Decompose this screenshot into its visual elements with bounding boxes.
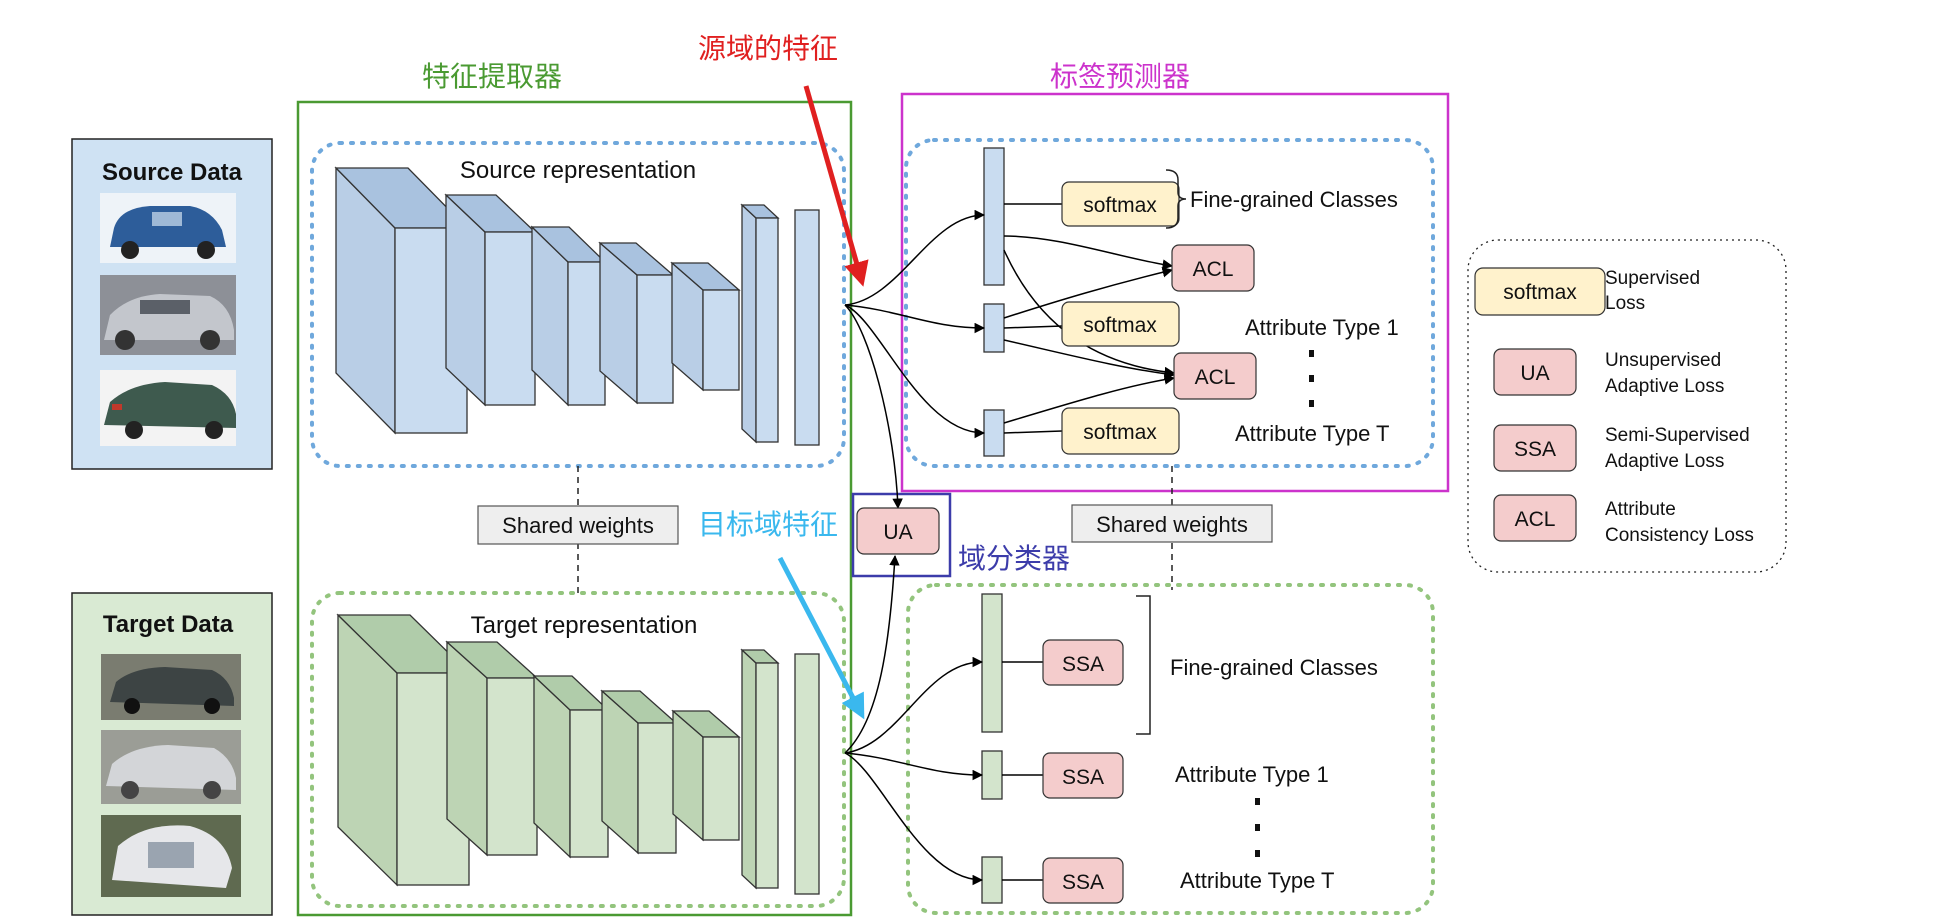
legend-item-ua: UA Unsupervised Adaptive Loss (1493, 348, 1724, 397)
target-feature-arrow (777, 556, 865, 720)
legend-text-softmax-2: Loss (1605, 293, 1645, 314)
softmax-box-attr1: softmax (1061, 301, 1180, 347)
target-representation-label: Target representation (471, 612, 698, 639)
target-representation-group (310, 591, 846, 908)
target-attr1-label: Attribute Type 1 (1175, 762, 1329, 787)
target-fc-fine (981, 593, 1003, 733)
ssa-label-attr1: SSA (1062, 766, 1104, 789)
softmax-box-attrT: softmax (1061, 407, 1180, 455)
source-representation-label: Source representation (460, 157, 696, 184)
softmax-box-fine: softmax (1061, 181, 1180, 227)
source-fc-attrT (983, 409, 1005, 457)
legend-box-acl: ACL (1515, 508, 1556, 531)
shared-weights-label-left: Shared weights (502, 513, 654, 538)
shared-weights-box-right (1071, 504, 1273, 543)
legend-text-ssa-2: Adaptive Loss (1605, 451, 1724, 472)
legend-box-softmax: softmax (1503, 281, 1577, 304)
legend-item-acl: ACL Attribute Consistency Loss (1493, 494, 1754, 546)
legend-text-acl-2: Consistency Loss (1605, 525, 1754, 546)
source-attr1-label: Attribute Type 1 (1245, 315, 1399, 340)
ssa-box-attrT: SSA (1042, 857, 1124, 904)
target-attrT-label: Attribute Type T (1180, 868, 1335, 893)
ssa-label-fine: SSA (1062, 653, 1104, 676)
car-photo-street-sedan (101, 730, 241, 804)
target-fine-grained-label: Fine-grained Classes (1170, 655, 1378, 680)
target-cnn-layers (336, 613, 820, 895)
source-fc-fine (983, 147, 1005, 286)
domain-classifier-label: 域分类器 (958, 542, 1070, 575)
car-photo-green-sedan (100, 370, 236, 446)
fine-grained-bracket-target (1136, 595, 1151, 735)
ua-label: UA (883, 521, 912, 544)
legend-text-acl-1: Attribute (1605, 499, 1676, 520)
ua-connectors (844, 304, 903, 754)
acl-label-1: ACL (1193, 258, 1234, 281)
acl-box-1: ACL (1171, 244, 1255, 292)
feature-extractor-label: 特征提取器 (422, 60, 562, 93)
ssa-label-attrT: SSA (1062, 871, 1104, 894)
acl-label-2: ACL (1195, 366, 1236, 389)
ssa-box-fine: SSA (1042, 639, 1124, 686)
softmax-label-attr1: softmax (1083, 314, 1157, 337)
car-photo-street-wagon (101, 654, 241, 720)
ua-box: UA (856, 507, 940, 555)
legend-item-ssa: SSA Semi-Supervised Adaptive Loss (1493, 424, 1750, 472)
shared-weights-box-left (477, 505, 679, 545)
target-data-panel: Target Data (71, 592, 273, 916)
target-fc-attrT (981, 856, 1003, 904)
source-branch-connectors (844, 203, 1176, 439)
label-predictor-label: 标签预测器 (1050, 60, 1190, 93)
source-feature-label: 源域的特征 (698, 32, 838, 65)
target-data-title: Target Data (103, 611, 234, 638)
source-fc-attr1 (983, 303, 1005, 353)
legend-text-ssa-1: Semi-Supervised (1605, 425, 1750, 446)
target-branch-connectors (844, 656, 1043, 886)
softmax-label-fine: softmax (1083, 194, 1157, 217)
target-fc-attr1 (981, 750, 1003, 800)
target-ellipsis-dots (1255, 798, 1260, 857)
legend-text-ua-2: Adaptive Loss (1605, 376, 1724, 397)
source-heads-group (904, 138, 1435, 468)
source-fine-grained-label: Fine-grained Classes (1190, 187, 1398, 212)
domain-classifier-frame (851, 492, 952, 578)
ssa-box-attr1: SSA (1042, 752, 1124, 799)
fine-grained-brace-source (1165, 169, 1187, 229)
shared-weights-label-right: Shared weights (1096, 512, 1248, 537)
acl-box-2: ACL (1173, 352, 1257, 400)
source-attrT-label: Attribute Type T (1235, 421, 1390, 446)
legend-box-ua: UA (1520, 362, 1549, 385)
car-photo-blue-hatchback (100, 193, 236, 263)
source-cnn-layers (334, 166, 820, 446)
source-data-panel: Source Data (71, 138, 273, 470)
target-heads-group (906, 583, 1435, 915)
softmax-label-attrT: softmax (1083, 421, 1157, 444)
source-data-title: Source Data (102, 159, 243, 186)
legend-text-ua-1: Unsupervised (1605, 350, 1721, 371)
legend-box-ssa: SSA (1514, 438, 1556, 461)
legend-item-softmax: softmax Supervised Loss (1474, 267, 1700, 316)
legend-text-softmax-1: Supervised (1605, 268, 1700, 289)
feature-extractor-frame (296, 100, 853, 917)
source-feature-arrow (803, 85, 869, 287)
target-feature-label: 目标域特征 (698, 508, 838, 541)
car-photo-silver-sedan (100, 275, 236, 355)
car-photo-street-topdown (101, 815, 241, 897)
label-predictor-frame (900, 92, 1450, 493)
source-ellipsis-dots (1309, 350, 1314, 407)
